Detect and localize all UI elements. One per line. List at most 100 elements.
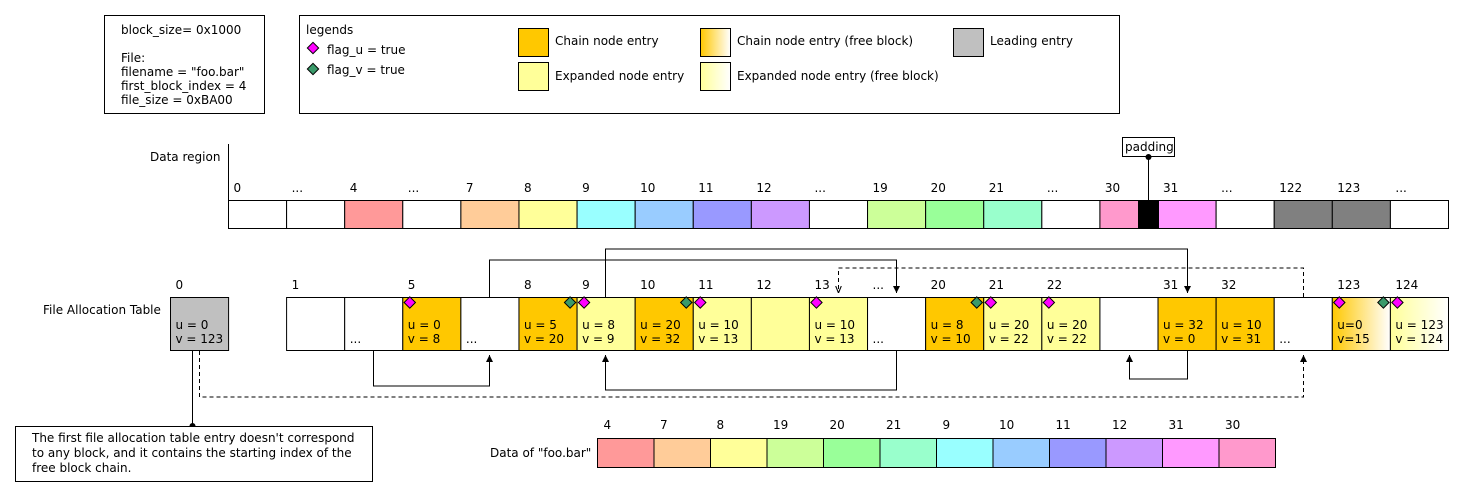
- file-data-index: 19: [773, 418, 788, 432]
- fat-index: 20: [931, 278, 946, 292]
- data-region-index: 4: [350, 181, 358, 195]
- data-region-cell: [1157, 200, 1217, 229]
- data-region-index: ...: [292, 181, 303, 195]
- fat-cell: [808, 297, 869, 351]
- data-region-index: 122: [1279, 181, 1302, 195]
- data-region-index: 20: [931, 181, 946, 195]
- data-region-index: 19: [873, 181, 888, 195]
- file-data-index: 21: [886, 418, 901, 432]
- info-line: filename = "foo.bar": [121, 65, 244, 79]
- legend-expanded: Expanded node entry: [555, 69, 684, 83]
- fat-v-value: v = 32: [640, 332, 680, 346]
- file-data-index: 30: [1225, 418, 1240, 432]
- file-data-index: 12: [1112, 418, 1127, 432]
- data-region-cell: [576, 200, 636, 229]
- info-box: block_size= 0x1000 File: filename = "foo…: [104, 15, 265, 114]
- fat-u-value: u = 20: [1047, 318, 1088, 332]
- legend-swatch-expanded: [518, 62, 549, 91]
- fat-index: 22: [1047, 278, 1062, 292]
- data-region-cell: [286, 200, 346, 229]
- fat-u-value: u = 0: [408, 318, 441, 332]
- data-region-index: ...: [1221, 181, 1232, 195]
- free-chain-arrows: [199, 267, 1307, 398]
- fat-u-value: u = 123: [1395, 318, 1443, 332]
- fat-cell: [1331, 297, 1391, 351]
- fat-u-value: u = 20: [989, 318, 1030, 332]
- note-line: to any block, and it contains the starti…: [32, 446, 352, 460]
- data-region-index: 31: [1163, 181, 1178, 195]
- file-data-index: 31: [1169, 418, 1184, 432]
- legend-swatch-chain: [518, 28, 549, 57]
- file-data-index: 7: [660, 418, 668, 432]
- fat-index: 9: [582, 278, 590, 292]
- data-region-index: ...: [1047, 181, 1058, 195]
- data-region-label: Data region: [150, 150, 220, 164]
- padding-label: padding: [1125, 140, 1174, 154]
- file-data-index: 8: [717, 418, 725, 432]
- file-data-index: 11: [1056, 418, 1071, 432]
- file-data-cell: [597, 438, 655, 468]
- fat-u-value: u = 10: [814, 318, 855, 332]
- fat-index: 0: [176, 278, 184, 292]
- data-region-index: ...: [814, 181, 825, 195]
- legend-swatch-expanded-free: [700, 62, 731, 91]
- data-region-cell: [460, 200, 520, 229]
- fat-cell: [925, 297, 985, 351]
- note-line: The first file allocation table entry do…: [31, 431, 355, 445]
- fat-v-value: v = 22: [1047, 332, 1087, 346]
- fat-index: 21: [989, 278, 1004, 292]
- file-data-cell: [1218, 438, 1276, 468]
- info-line: block_size= 0x1000: [121, 23, 241, 37]
- info-line: first_block_index = 4: [121, 79, 246, 93]
- data-region-cell: [692, 200, 752, 229]
- fat-v-value: v=15: [1337, 332, 1369, 346]
- data-region-index: ...: [1395, 181, 1406, 195]
- data-region-cell: [1041, 200, 1101, 229]
- legend-title: legends: [306, 23, 353, 37]
- data-region-cell: [867, 200, 927, 229]
- file-data-cell: [992, 438, 1050, 468]
- file-data-cell: [936, 438, 994, 468]
- data-region-cell: [750, 200, 810, 229]
- fat-index: 124: [1395, 278, 1418, 292]
- flag-u-icon: [403, 296, 417, 309]
- fat-v-value: v = 0: [1163, 332, 1195, 346]
- fat-index: 5: [408, 278, 416, 292]
- fat-u-value: u = 8: [582, 318, 615, 332]
- fat-cell: [576, 297, 636, 351]
- fat-u-value: u = 0: [176, 318, 209, 332]
- legend-leading: Leading entry: [990, 34, 1073, 48]
- fat-u-value: u=0: [1337, 318, 1362, 332]
- data-region-index: 123: [1337, 181, 1360, 195]
- file-data-cell: [766, 438, 824, 468]
- data-region-cell: [983, 200, 1043, 229]
- flag-u-icon: [693, 296, 707, 309]
- fat-index: 12: [756, 278, 771, 292]
- fat-index: 32: [1221, 278, 1236, 292]
- fat-cell: [344, 297, 404, 351]
- fat-v-value: v = 20: [524, 332, 564, 346]
- data-region-index: 0: [234, 181, 242, 195]
- note-line: free block chain.: [32, 461, 131, 475]
- legend-flag-v: flag_v = true: [327, 63, 405, 77]
- fat-v-value: v = 123: [176, 332, 224, 346]
- data-region-cell: [402, 200, 462, 229]
- flag-u-icon: [1391, 296, 1404, 309]
- fat-index: 1: [292, 278, 300, 292]
- legend-swatch-chain-free: [700, 28, 731, 57]
- fat-cell: [170, 297, 230, 351]
- fat-v-value: v = 22: [989, 332, 1029, 346]
- fat-u-value: u = 20: [640, 318, 681, 332]
- file-data-cell: [879, 438, 937, 468]
- fat-v-value: v = 13: [698, 332, 738, 346]
- fat-index: 11: [698, 278, 713, 292]
- file-data-label: Data of "foo.bar": [490, 446, 591, 460]
- fat-cell: [402, 297, 462, 351]
- flag-u-icon: [577, 296, 591, 309]
- legend-chain-free: Chain node entry (free block): [737, 34, 913, 48]
- fat-cell: [634, 297, 694, 351]
- fat-v-value: ...: [873, 332, 884, 346]
- fat-cell: [983, 297, 1043, 351]
